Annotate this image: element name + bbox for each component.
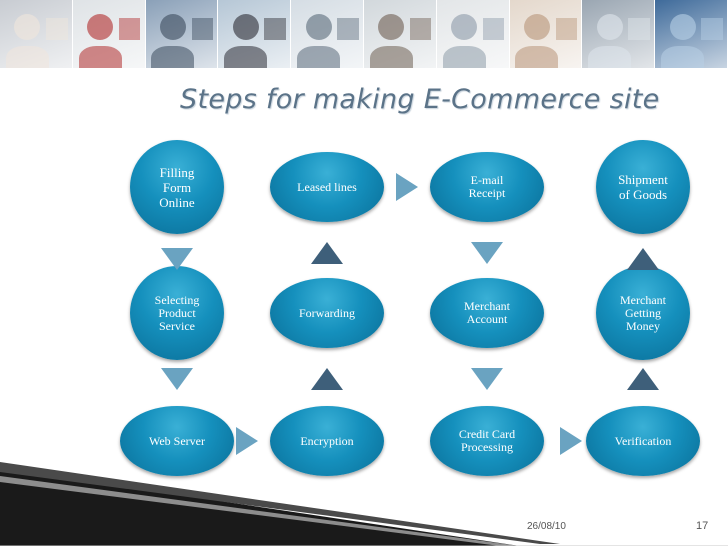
node-filling-form: Filling Form Online — [130, 140, 224, 234]
photo-3 — [145, 0, 219, 68]
node-shipment-label: Shipment of Goods — [618, 172, 668, 202]
arrow-down-selecting-to-webserver — [161, 368, 193, 390]
arrow-down-email-to-merchant-account — [471, 242, 503, 264]
arrow-up-encryption-to-forwarding — [311, 368, 343, 390]
node-filling-form-label: Filling Form Online — [159, 164, 195, 210]
node-web-server: Web Server — [120, 406, 234, 476]
photo-6 — [363, 0, 437, 68]
node-forwarding-label: Forwarding — [299, 305, 355, 320]
arrow-up-merchant-money-to-shipment — [627, 248, 659, 270]
node-verification: Verification — [586, 406, 700, 476]
header-photo-strip — [0, 0, 728, 68]
arrow-right-webserver-to-encryption — [236, 427, 258, 455]
photo-2 — [72, 0, 146, 68]
node-leased-lines: Leased lines — [270, 152, 384, 222]
photo-5 — [291, 0, 364, 68]
node-verification-label: Verification — [614, 433, 672, 448]
node-forwarding: Forwarding — [270, 278, 384, 348]
node-leased-lines-label: Leased lines — [297, 179, 357, 194]
node-email-receipt-label: E-mail Receipt — [468, 173, 506, 200]
arrow-down-filling-to-selecting — [161, 248, 193, 270]
photo-9 — [582, 0, 656, 68]
node-credit-card-label: Credit Card Processing — [458, 427, 516, 454]
footer-swoosh — [0, 462, 728, 546]
arrow-up-forwarding-to-leased — [311, 242, 343, 264]
node-merchant-getting-money-label: Merchant Getting Money — [620, 292, 666, 333]
node-selecting-product: Selecting Product Service — [130, 266, 224, 360]
node-merchant-account-label: Merchant Account — [464, 299, 510, 326]
photo-7 — [436, 0, 510, 68]
node-selecting-product-label: Selecting Product Service — [154, 292, 200, 333]
node-encryption-label: Encryption — [300, 433, 354, 448]
photo-8 — [509, 0, 583, 68]
photo-1 — [0, 0, 73, 68]
node-web-server-label: Web Server — [148, 433, 205, 448]
arrow-right-leased-to-email — [396, 173, 418, 201]
arrow-down-merchant-account-to-credit — [471, 368, 503, 390]
node-email-receipt: E-mail Receipt — [430, 152, 544, 222]
node-merchant-getting-money: Merchant Getting Money — [596, 266, 690, 360]
photo-4 — [218, 0, 292, 68]
node-encryption: Encryption — [270, 406, 384, 476]
node-credit-card: Credit Card Processing — [430, 406, 544, 476]
arrow-right-credit-to-verification — [560, 427, 582, 455]
slide-date: 26/08/10 — [527, 521, 566, 532]
node-shipment: Shipment of Goods — [596, 140, 690, 234]
arrow-up-verification-to-merchant-money — [627, 368, 659, 390]
slide-title: Steps for making E-Commerce site — [180, 84, 660, 115]
node-merchant-account: Merchant Account — [430, 278, 544, 348]
photo-10 — [655, 0, 728, 68]
slide-page-number: 17 — [696, 520, 709, 532]
